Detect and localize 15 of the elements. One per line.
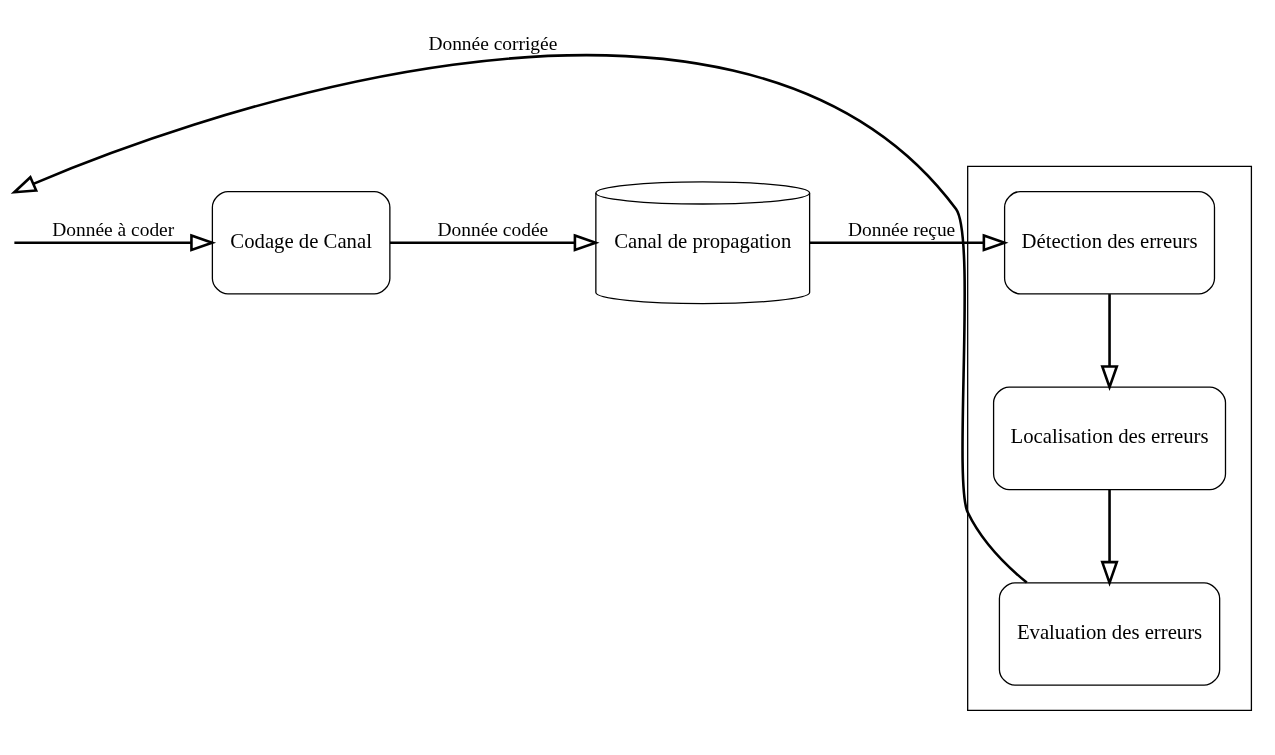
node-box: Codage de Canal — [211, 190, 391, 295]
arrow — [1100, 294, 1119, 392]
arrow — [1100, 489, 1119, 587]
node-box: Localisation des erreurs — [992, 386, 1227, 491]
edge-label: Donnée corrigée — [428, 32, 558, 54]
edge-label: Donnée à coder — [52, 219, 175, 241]
arrow — [809, 233, 1009, 252]
arrow — [390, 233, 600, 252]
arrow — [10, 54, 1028, 584]
node-box: Détection des erreurs — [1003, 190, 1216, 295]
edge-label: Donnée reçue — [847, 219, 956, 241]
node-box: Evaluation des erreurs — [998, 582, 1221, 686]
edge-label: Donnée codée — [437, 219, 549, 241]
cluster — [967, 165, 1253, 712]
arrow — [14, 233, 217, 252]
